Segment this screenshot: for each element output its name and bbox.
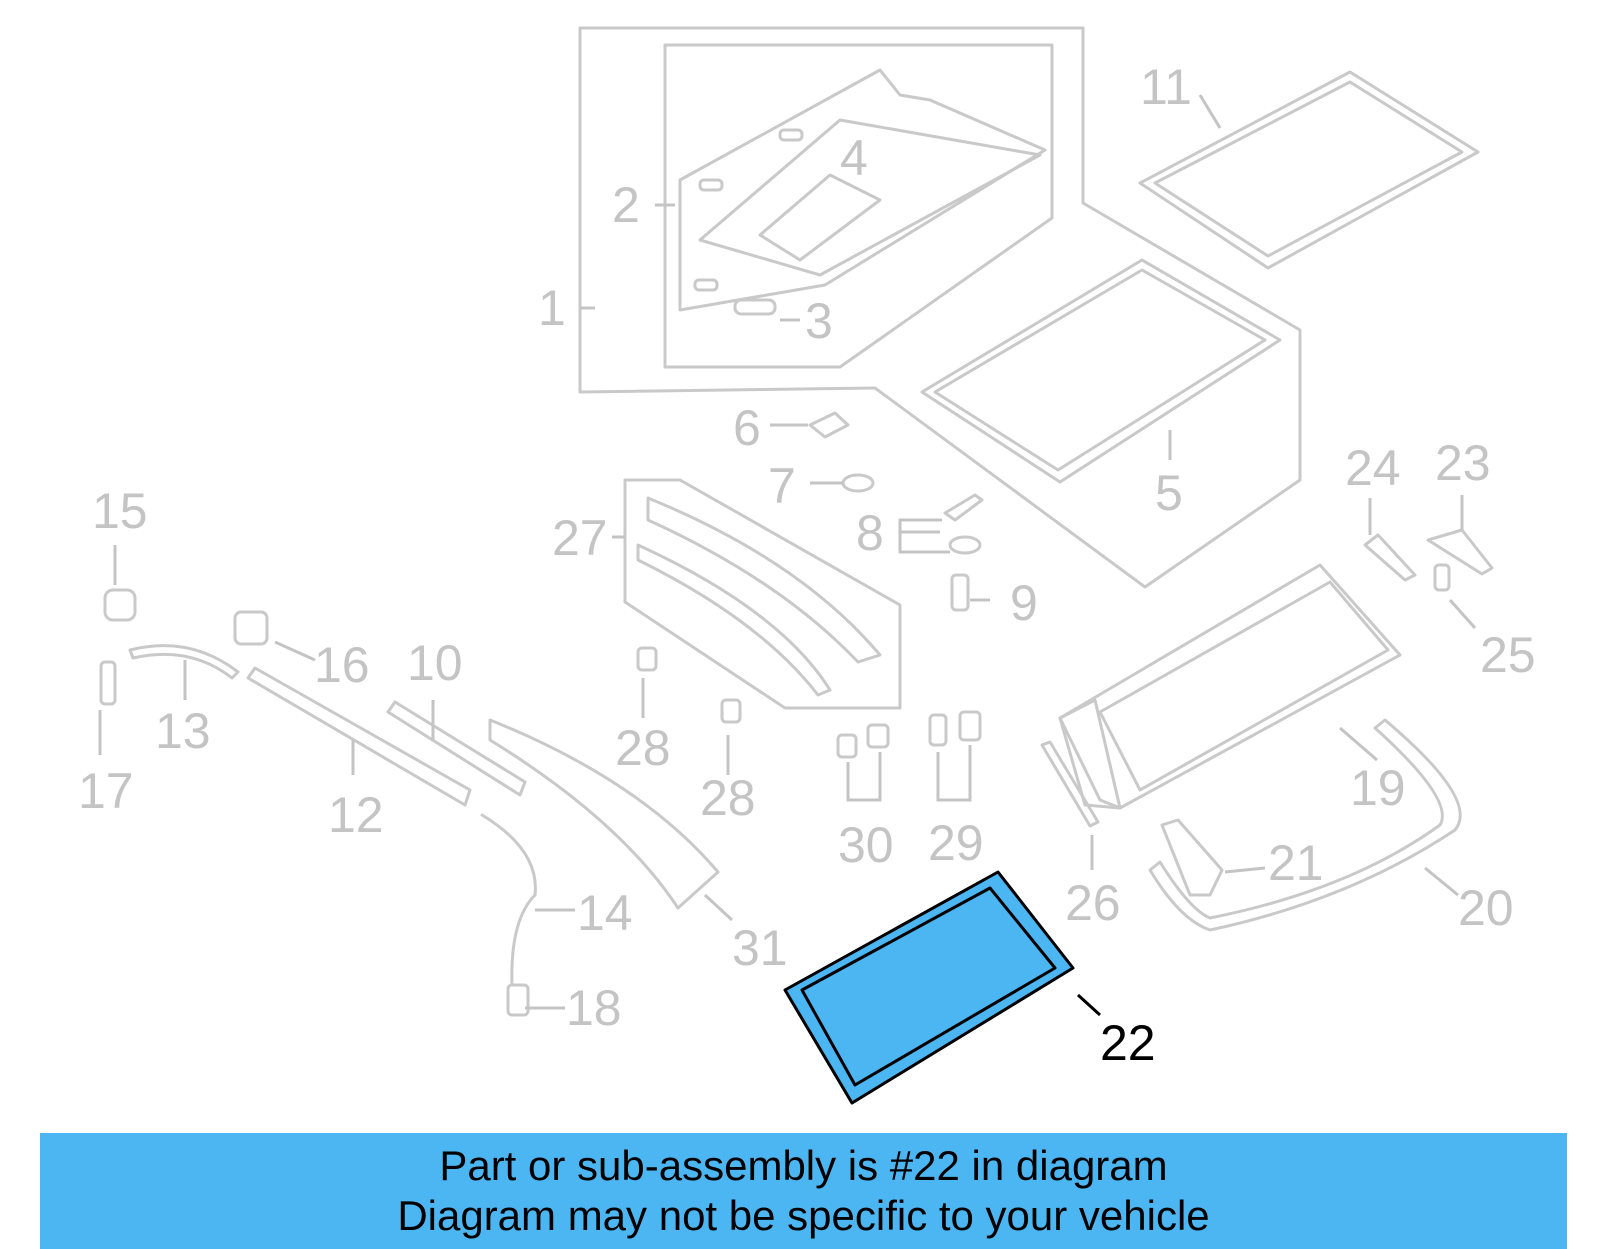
leader-lines [98, 94, 1477, 1017]
part-19-window [1058, 563, 1402, 810]
part-21-bracket [1160, 818, 1224, 897]
part-14-hose [480, 813, 537, 987]
part-27-rail-assembly [623, 478, 902, 710]
callout-30: 30 [838, 817, 894, 873]
callout-21: 21 [1268, 835, 1324, 891]
part-31-molding [488, 718, 720, 910]
callout-3: 3 [805, 293, 833, 349]
callout-12: 12 [328, 787, 384, 843]
part-22-highlighted-glass [783, 870, 1075, 1105]
part-11-panel [1138, 70, 1480, 270]
small-fasteners [99, 411, 1494, 1017]
callout-2: 2 [612, 177, 640, 233]
callout-22: 22 [1100, 1015, 1156, 1071]
callout-17: 17 [78, 763, 134, 819]
callout-29: 29 [928, 815, 984, 871]
part-20-seal [1148, 718, 1462, 932]
callout-11: 11 [1140, 59, 1192, 115]
callout-19: 19 [1350, 760, 1406, 816]
callout-4: 4 [840, 130, 868, 186]
part-5-glass [920, 258, 1282, 484]
callout-13: 13 [155, 703, 211, 759]
part-26-strip [1040, 740, 1100, 828]
callout-14: 14 [577, 885, 633, 941]
callout-15: 15 [92, 483, 148, 539]
callout-7: 7 [768, 458, 796, 514]
callout-27: 27 [552, 510, 608, 566]
part-1-roof-assembly [578, 26, 1302, 589]
callout-8: 8 [856, 505, 884, 561]
callout-10: 10 [407, 635, 463, 691]
part-10-molding [386, 700, 527, 797]
callout-25: 25 [1480, 627, 1536, 683]
callout-28a: 28 [615, 720, 671, 776]
callout-31: 31 [732, 920, 788, 976]
callout-labels: 1 2 3 4 5 6 7 8 9 10 11 12 13 14 15 16 1… [78, 59, 1536, 1071]
callout-5: 5 [1155, 465, 1183, 521]
banner-line-part: Part or sub-assembly is #22 in diagram [439, 1142, 1168, 1189]
callout-18: 18 [566, 980, 622, 1036]
callout-16: 16 [314, 637, 370, 693]
callout-28b: 28 [700, 770, 756, 826]
callout-6: 6 [733, 400, 761, 456]
info-banner: Part or sub-assembly is #22 in diagram D… [40, 1133, 1567, 1249]
callout-26: 26 [1065, 875, 1121, 931]
part-12-molding [246, 666, 472, 807]
callout-23: 23 [1435, 435, 1491, 491]
banner-line-disclaimer: Diagram may not be specific to your vehi… [397, 1192, 1210, 1239]
callout-1: 1 [538, 280, 566, 336]
callout-9: 9 [1010, 575, 1038, 631]
callout-24: 24 [1345, 440, 1401, 496]
part-13-molding [128, 644, 240, 680]
callout-20: 20 [1458, 880, 1514, 936]
